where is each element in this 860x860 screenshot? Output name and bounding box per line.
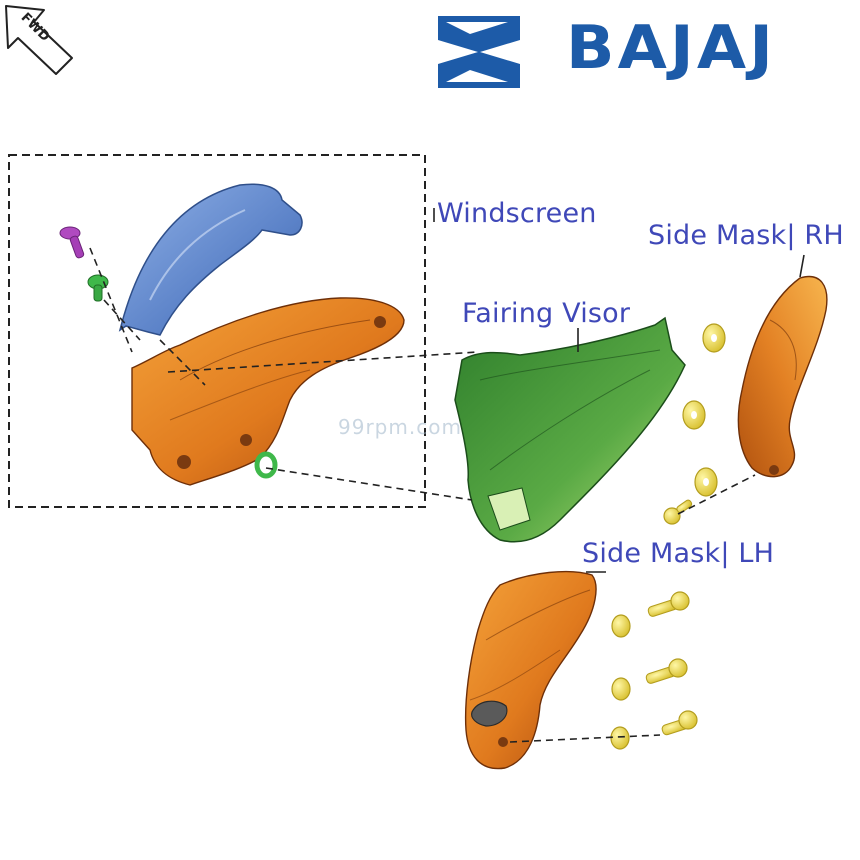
washers-lh	[610, 614, 631, 750]
windscreen-part	[118, 183, 303, 336]
fairing-visor-part	[454, 316, 686, 543]
side-mask-rh-part	[737, 275, 828, 478]
brand-name: BAJAJ	[566, 13, 777, 83]
label-windscreen: Windscreen	[437, 198, 597, 229]
label-leader-lines	[433, 208, 805, 573]
label-side-mask-lh: Side Mask| LH	[582, 538, 775, 569]
fairing-panel-part	[131, 297, 405, 486]
bolt-rh	[663, 499, 693, 525]
windscreen-assembly-box	[8, 154, 426, 508]
grommet-part	[254, 451, 278, 479]
purple-screw-part	[59, 226, 85, 259]
assembly-guide-lines	[89, 247, 756, 743]
bolts-lh	[645, 591, 698, 736]
bajaj-logo-mark	[438, 16, 520, 88]
fwd-arrow-icon	[5, 5, 73, 75]
side-mask-lh-part	[464, 570, 597, 770]
watermark-text: 99rpm.com	[338, 415, 462, 439]
label-side-mask-rh: Side Mask| RH	[648, 220, 844, 251]
green-screw-part	[87, 274, 109, 302]
label-fairing-visor: Fairing Visor	[462, 298, 631, 329]
washers-rh	[682, 323, 726, 497]
